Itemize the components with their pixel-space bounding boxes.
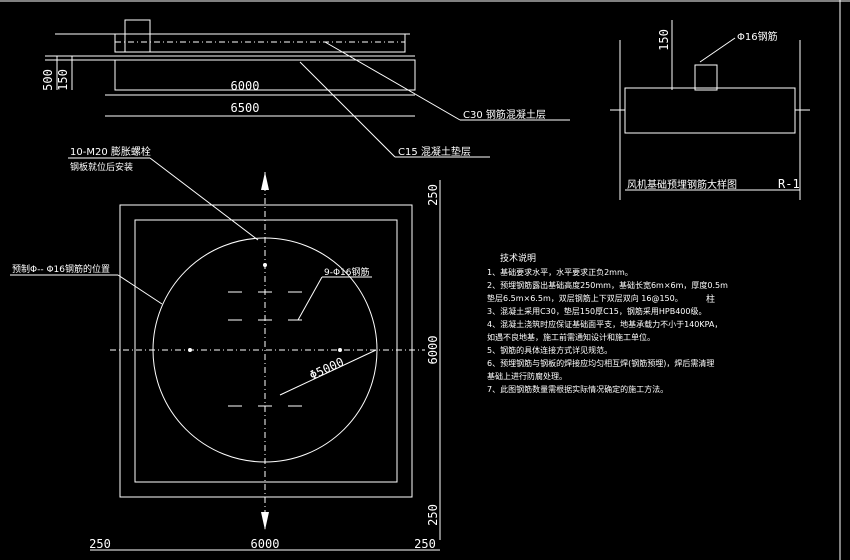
plan-view: 10-M20 膨胀螺栓 钢板就位后安装 预制Φ-- Φ16钢筋的位置 9-Φ16… bbox=[10, 145, 441, 551]
axis-arrow-top bbox=[261, 172, 269, 190]
technical-notes: 技术说明 1、基础要求水平，水平要求正负2mm。 2、预埋钢筋露出基础高度250… bbox=[487, 252, 728, 394]
c15-label: C15 混凝土垫层 bbox=[398, 145, 471, 158]
detail-concrete bbox=[624, 87, 796, 134]
c30-label: C30 钢筋混凝土层 bbox=[463, 108, 546, 121]
c15-layer bbox=[114, 59, 416, 91]
inner-square bbox=[134, 219, 398, 483]
dim-250-top: 250 bbox=[426, 184, 440, 206]
note-line-2: 2、预埋钢筋露出基础高度250mm，基础长宽6m×6m，厚度0.5m bbox=[487, 280, 728, 290]
detail-view: 150 Φ16钢筋 风机基础预埋钢筋大样图 R-1 bbox=[610, 20, 810, 200]
bolt-leader bbox=[149, 157, 259, 241]
detail-title: 风机基础预埋钢筋大样图 bbox=[627, 178, 737, 191]
rebar-leader bbox=[297, 276, 323, 321]
dia-label: Φ5000 bbox=[307, 355, 346, 383]
dim-150-text: 150 bbox=[56, 69, 70, 91]
rebar-label: 9-Φ16钢筋 bbox=[324, 266, 370, 278]
note-line-9: 基础上进行防腐处理。 bbox=[487, 371, 567, 381]
detail-code: R-1 bbox=[778, 177, 800, 191]
c30-slab bbox=[114, 33, 406, 53]
ring-label: 预制Φ-- Φ16钢筋的位置 bbox=[12, 263, 110, 275]
notes-title: 技术说明 bbox=[500, 252, 536, 264]
dim-250-left: 250 bbox=[89, 537, 111, 551]
notes-side-mark: 柱 bbox=[706, 293, 715, 305]
note-line-3: 垫层6.5m×6.5m，双层钢筋上下双层双向 16@150。 bbox=[487, 293, 683, 303]
dim-6000-text: 6000 bbox=[231, 79, 260, 93]
ring-leader bbox=[117, 274, 163, 305]
detail-rebar bbox=[694, 64, 718, 91]
c30-leader bbox=[324, 41, 461, 121]
bolt-label-1: 10-M20 膨胀螺栓 bbox=[70, 145, 151, 158]
note-line-10: 7、此图钢筋数量需根据实际情况确定的施工方法。 bbox=[487, 384, 668, 394]
detail-dim-150: 150 bbox=[657, 29, 671, 51]
note-line-5: 4、混凝土浇筑时应保证基础面平支，地基承载力不小于140KPA， bbox=[487, 319, 722, 329]
note-line-6: 如遇不良地基，施工前需通知设计和施工单位。 bbox=[487, 332, 655, 342]
rebar-stub bbox=[124, 19, 151, 53]
note-line-8: 6、预埋钢筋与钢板的焊接应均匀相互焊(钢筋预埋)，焊后需清理 bbox=[487, 358, 714, 368]
dim-250-bottom: 250 bbox=[426, 504, 440, 526]
axis-arrow-bottom bbox=[261, 512, 269, 530]
dim-6000-right: 6000 bbox=[426, 336, 440, 365]
note-line-4: 3、混凝土采用C30，垫层150厚C15，钢筋采用HPB400级。 bbox=[487, 306, 707, 316]
bolt-marks bbox=[188, 263, 342, 407]
dim-6500-text: 6500 bbox=[231, 101, 260, 115]
outer-square bbox=[119, 204, 413, 498]
note-line-1: 1、基础要求水平，水平要求正负2mm。 bbox=[487, 267, 633, 277]
bolt-label-2: 钢板就位后安装 bbox=[70, 161, 133, 173]
note-line-7: 5、钢筋的具体连接方式详见规范。 bbox=[487, 345, 612, 355]
dim-6000-bottom: 6000 bbox=[251, 537, 280, 551]
c15-leader bbox=[299, 61, 396, 158]
elevation-view: 6000 6500 500 150 C30 钢筋混凝土层 C15 混凝土垫层 bbox=[41, 19, 570, 158]
dia-leader bbox=[279, 349, 377, 396]
dim-500-text: 500 bbox=[41, 69, 55, 91]
dim-250-bottom-right: 250 bbox=[414, 537, 436, 551]
detail-rebar-leader bbox=[699, 37, 736, 63]
detail-rebar-label: Φ16钢筋 bbox=[737, 30, 778, 43]
